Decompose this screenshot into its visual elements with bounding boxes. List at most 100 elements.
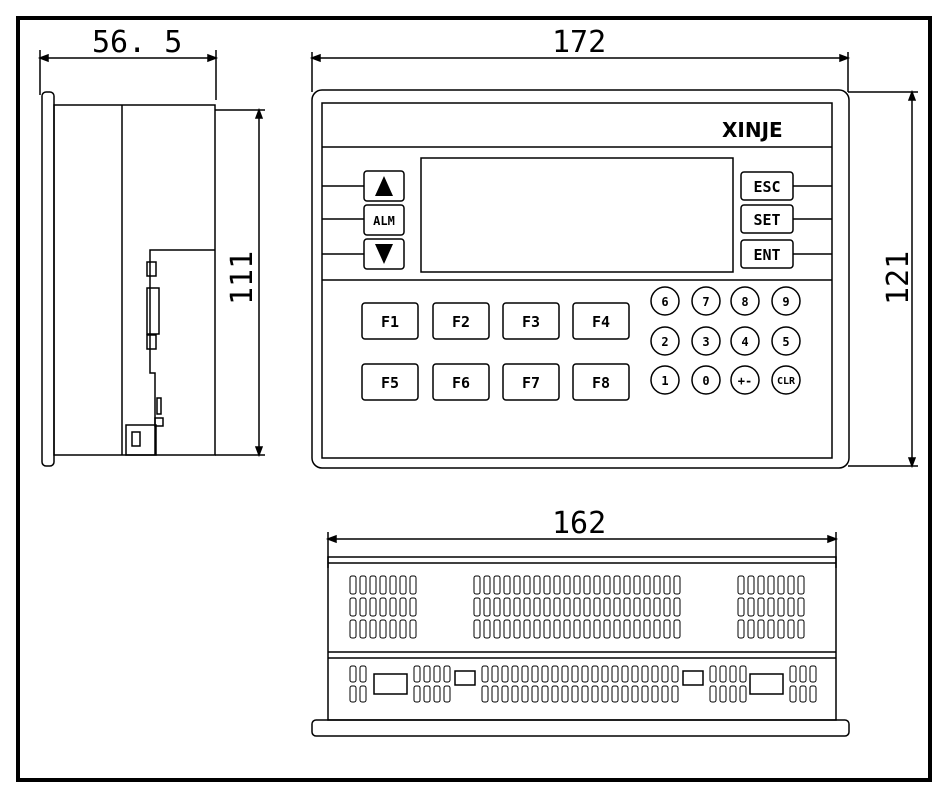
vent-slot: [653, 619, 661, 639]
vent-slot: [389, 619, 397, 639]
numeric-key[interactable]: 6: [650, 286, 680, 316]
clear-key[interactable]: CLR: [771, 365, 801, 395]
numeric-key-label: 6: [661, 295, 668, 309]
alm-key[interactable]: ALM: [363, 204, 405, 236]
vent-slot: [521, 665, 529, 683]
vent-slot: [709, 685, 717, 703]
vent-slot: [747, 597, 755, 617]
vent-slot: [737, 619, 745, 639]
vent-slot: [513, 597, 521, 617]
function-key-f1[interactable]: F1: [361, 302, 419, 340]
numeric-key-label: 5: [782, 335, 789, 349]
numeric-key[interactable]: 3: [691, 326, 721, 356]
set-key[interactable]: SET: [740, 204, 794, 234]
vent-slot: [797, 597, 805, 617]
vent-slot: [799, 665, 807, 683]
numeric-key[interactable]: 7: [691, 286, 721, 316]
vent-slot: [573, 619, 581, 639]
vent-slot: [789, 665, 797, 683]
vent-slot: [643, 619, 651, 639]
vent-slot: [709, 665, 717, 683]
up-arrow-key[interactable]: [363, 170, 405, 202]
vent-slot: [389, 575, 397, 595]
numeric-key-label: 2: [661, 335, 668, 349]
vent-slot: [747, 619, 755, 639]
function-key-f7[interactable]: F7: [502, 363, 560, 401]
vent-slot: [643, 597, 651, 617]
vent-slot: [541, 665, 549, 683]
vent-slot: [483, 575, 491, 595]
numeric-key-label: +-: [738, 374, 752, 388]
function-key-f2[interactable]: F2: [432, 302, 490, 340]
esc-key[interactable]: ESC: [740, 171, 794, 201]
vent-slot: [661, 665, 669, 683]
vent-slot: [571, 685, 579, 703]
numeric-key-label: 1: [661, 374, 668, 388]
front-height-dimension: 121: [881, 251, 916, 305]
vent-slot: [423, 665, 431, 683]
vent-slot: [787, 619, 795, 639]
vent-slot: [641, 685, 649, 703]
vent-slot: [443, 685, 451, 703]
function-keys: F1 F2 F3 F4 F5 F6 F7 F8: [361, 302, 630, 401]
vent-slot: [673, 597, 681, 617]
vent-slot: [369, 575, 377, 595]
vent-slot: [767, 597, 775, 617]
vent-slot: [491, 665, 499, 683]
function-key-f8[interactable]: F8: [572, 363, 630, 401]
vent-slot: [581, 665, 589, 683]
vent-slot: [409, 619, 417, 639]
ent-key-label: ENT: [753, 246, 780, 264]
numeric-key[interactable]: 8: [730, 286, 760, 316]
vent-slot: [433, 665, 441, 683]
function-key-label: F3: [522, 313, 540, 331]
vent-slot: [591, 685, 599, 703]
vent-slot: [757, 619, 765, 639]
vent-slot: [623, 575, 631, 595]
function-key-f6[interactable]: F6: [432, 363, 490, 401]
vent-slot: [369, 597, 377, 617]
vent-slot: [757, 597, 765, 617]
vent-slot: [573, 597, 581, 617]
vent-slot: [767, 619, 775, 639]
vent-slot: [349, 685, 357, 703]
vent-slot: [491, 685, 499, 703]
numeric-key-label: 9: [782, 295, 789, 309]
numeric-key[interactable]: 9: [771, 286, 801, 316]
vent-slot: [483, 619, 491, 639]
vent-slot: [513, 619, 521, 639]
vent-slot: [739, 685, 747, 703]
numeric-key[interactable]: 2: [650, 326, 680, 356]
set-key-label: SET: [753, 211, 780, 229]
vent-slot: [561, 665, 569, 683]
down-arrow-key[interactable]: [363, 238, 405, 270]
vent-slot: [603, 597, 611, 617]
vent-slot: [573, 575, 581, 595]
vent-slot: [511, 685, 519, 703]
side-view: [37, 50, 265, 467]
function-key-f5[interactable]: F5: [361, 363, 419, 401]
numeric-key[interactable]: 0: [691, 365, 721, 395]
plus-minus-key[interactable]: +-: [730, 365, 760, 395]
vent-slot: [359, 575, 367, 595]
vent-slot: [621, 665, 629, 683]
vent-slot: [643, 575, 651, 595]
vent-slot: [673, 619, 681, 639]
vent-slot: [553, 575, 561, 595]
vent-slot: [633, 597, 641, 617]
vent-slot: [501, 685, 509, 703]
numeric-key[interactable]: 1: [650, 365, 680, 395]
vent-slot: [767, 575, 775, 595]
numeric-key-label: CLR: [777, 376, 796, 387]
function-key-f4[interactable]: F4: [572, 302, 630, 340]
function-key-f3[interactable]: F3: [502, 302, 560, 340]
vent-slot: [553, 597, 561, 617]
vent-slot: [493, 575, 501, 595]
numeric-key[interactable]: 5: [771, 326, 801, 356]
vent-slot: [631, 685, 639, 703]
numeric-key-label: 0: [702, 374, 709, 388]
vent-slot: [663, 619, 671, 639]
numeric-key[interactable]: 4: [730, 326, 760, 356]
vent-slot: [583, 597, 591, 617]
ent-key[interactable]: ENT: [740, 239, 794, 269]
